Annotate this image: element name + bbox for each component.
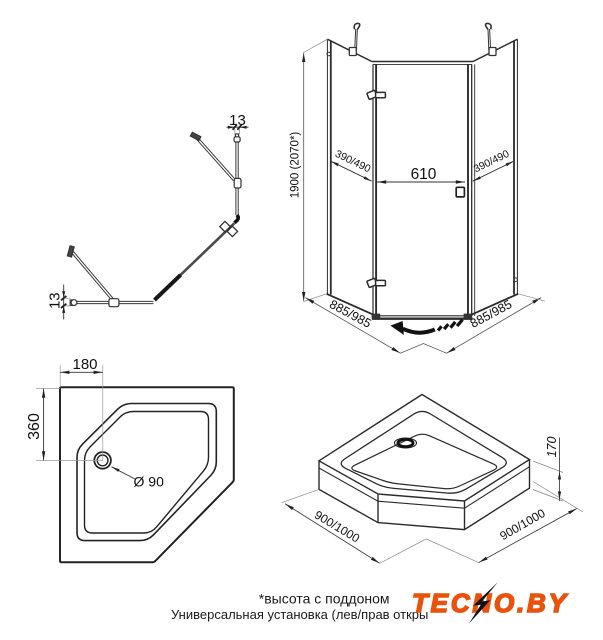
svg-text:390/490: 390/490 bbox=[472, 148, 512, 175]
svg-text:170: 170 bbox=[545, 437, 559, 458]
svg-text:*высота с поддоном: *высота с поддоном bbox=[259, 591, 390, 607]
svg-text:180: 180 bbox=[72, 356, 97, 373]
svg-text:885/985: 885/985 bbox=[327, 297, 374, 331]
svg-text:13: 13 bbox=[229, 112, 246, 129]
svg-text:900/1000: 900/1000 bbox=[497, 506, 548, 543]
svg-text:390/490: 390/490 bbox=[333, 148, 373, 175]
svg-text:360: 360 bbox=[26, 413, 43, 440]
svg-text:Ø 90: Ø 90 bbox=[134, 474, 165, 490]
svg-text:900/1000: 900/1000 bbox=[312, 508, 362, 546]
svg-text:610: 610 bbox=[411, 166, 437, 183]
svg-text:TECNO.BY: TECNO.BY bbox=[412, 588, 569, 618]
svg-text:13: 13 bbox=[47, 292, 64, 309]
svg-text:Универсальная установка (лев/п: Универсальная установка (лев/прав откры bbox=[171, 607, 428, 622]
svg-text:1900 (2070*): 1900 (2070*) bbox=[290, 132, 302, 199]
